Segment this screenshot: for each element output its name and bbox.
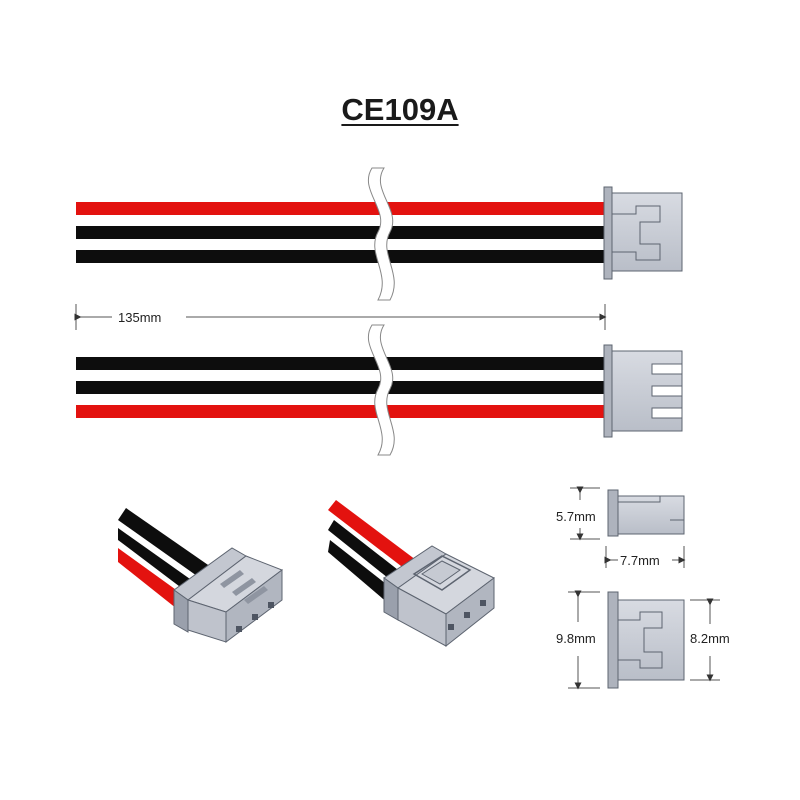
red-wire: [76, 202, 609, 215]
depth-label: 7.7mm: [620, 553, 660, 568]
black-wire: [76, 357, 609, 370]
diagram-title: CE109A: [341, 92, 459, 127]
height-label: 5.7mm: [556, 509, 596, 524]
inner-width-dimension: 8.2mm: [690, 598, 730, 682]
outer-width-label: 9.8mm: [556, 631, 596, 646]
red-wire: [76, 405, 609, 418]
top-wire-bundle: [76, 202, 609, 263]
connector-top-view: [603, 186, 683, 280]
cable-break-mark: [367, 324, 395, 456]
length-label: 135mm: [118, 310, 161, 325]
black-wire: [76, 381, 609, 394]
inner-width-label: 8.2mm: [690, 631, 730, 646]
length-dimension: 135mm: [74, 304, 607, 330]
outer-width-dimension: 9.8mm: [556, 590, 600, 690]
cable-break-mark: [367, 167, 395, 301]
depth-dimension: 7.7mm: [604, 546, 686, 568]
connector-3d-front: [118, 508, 284, 643]
connector-3d-rear: [328, 500, 495, 648]
black-wire: [76, 226, 609, 239]
black-wire: [76, 250, 609, 263]
top-cable-assembly: [76, 167, 683, 301]
side-cable-assembly: [76, 324, 683, 456]
connector-profile-front: [607, 591, 685, 689]
height-dimension: 5.7mm: [556, 486, 600, 541]
connector-profile-side: [607, 489, 685, 537]
connector-side-view: [603, 344, 683, 438]
side-wire-bundle: [76, 357, 609, 418]
